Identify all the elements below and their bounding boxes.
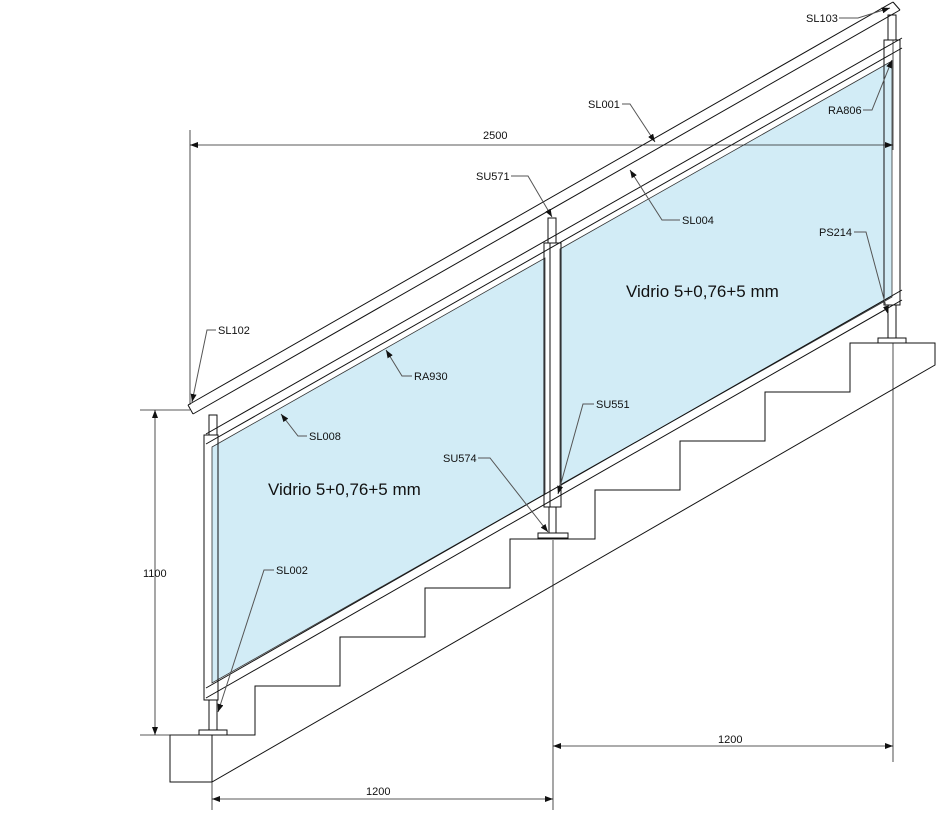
glass-label-right: Vidrio 5+0,76+5 mm	[626, 282, 779, 301]
glass-panel-right	[559, 60, 893, 486]
top-glass-rail	[205, 37, 903, 445]
post-left	[198, 414, 228, 736]
staircase	[169, 342, 936, 783]
svg-text:SL008: SL008	[309, 431, 341, 443]
svg-text:PS214: PS214	[819, 227, 852, 239]
dimension-label-1200-left: 1200	[366, 786, 390, 798]
callout-SU571: SU571	[476, 171, 553, 218]
callout-SL008: SL008	[280, 413, 341, 443]
svg-text:SU571: SU571	[476, 171, 510, 183]
glass-label-left: Vidrio 5+0,76+5 mm	[268, 480, 421, 499]
dimension-label-1200-right: 1200	[718, 734, 742, 746]
callout-SU574: SU574	[443, 453, 549, 533]
dimension-1100: 1100	[140, 409, 200, 736]
dimension-2500: 2500	[189, 40, 894, 405]
svg-text:SU574: SU574	[443, 453, 477, 465]
callout-RA930: RA930	[385, 349, 448, 383]
dimension-1200-left: 1200	[211, 540, 554, 810]
svg-text:SL004: SL004	[682, 215, 714, 227]
callout-SL001: SL001	[588, 99, 656, 143]
dimension-1200-right: 1200	[553, 343, 894, 762]
callout-SL002: SL002	[217, 565, 308, 713]
svg-text:RA930: RA930	[414, 371, 448, 383]
callout-SU551: SU551	[557, 399, 630, 495]
callout-RA806: RA806	[828, 59, 893, 117]
callout-PS214: PS214	[819, 227, 889, 315]
dimension-label-2500: 2500	[483, 130, 507, 142]
svg-text:SL002: SL002	[276, 565, 308, 577]
svg-text:SL102: SL102	[218, 325, 250, 337]
post-middle	[537, 217, 569, 539]
bottom-glass-rail	[205, 289, 903, 699]
svg-text:RA806: RA806	[828, 105, 862, 117]
callout-SL004: SL004	[629, 169, 714, 227]
dimension-label-1100: 1100	[143, 568, 167, 580]
callout-SL102: SL102	[190, 325, 250, 403]
svg-text:SL001: SL001	[588, 99, 620, 111]
svg-text:SU551: SU551	[596, 399, 630, 411]
post-right	[877, 14, 907, 344]
svg-text:SL103: SL103	[806, 13, 838, 25]
callout-SL103: SL103	[806, 7, 891, 25]
